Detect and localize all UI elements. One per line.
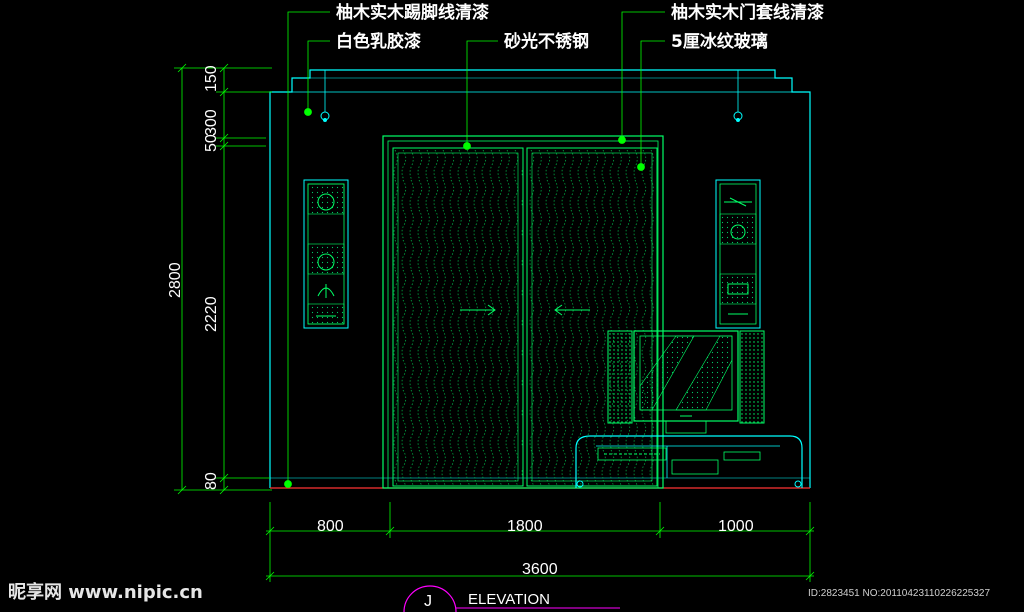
dim-2220: 2220: [203, 296, 220, 332]
dim-2800: 2800: [167, 262, 184, 298]
dim-50: 50: [203, 134, 220, 152]
sliding-door-frame: [382, 135, 664, 489]
dim-150: 150: [203, 65, 220, 92]
dim-1000: 1000: [718, 518, 754, 535]
sliding-door-left: [392, 147, 524, 487]
elevation-title: J ELEVATION: [403, 585, 620, 612]
ceiling-lamp-left: [320, 70, 330, 122]
dim-800: 800: [317, 518, 344, 535]
decor-niche-left: [303, 179, 349, 329]
decor-niche-right: [715, 179, 761, 329]
dim-300: 300: [203, 109, 220, 136]
leader-lines: [284, 11, 665, 488]
title-text: ELEVATION: [468, 591, 550, 608]
label-teak-skirting: 柚木实木踢脚线清漆: [336, 2, 489, 23]
label-stainless: 砂光不锈钢: [504, 31, 589, 52]
horizontal-dimension-lines: [265, 502, 815, 582]
label-ice-glass: 5厘冰纹玻璃: [671, 31, 768, 52]
sliding-door-right: [526, 147, 658, 487]
watermark: 昵享网 www.nipic.cn: [8, 581, 203, 603]
dim-80: 80: [203, 472, 220, 490]
label-teak-door-frame: 柚木实木门套线清漆: [671, 2, 824, 23]
tv-cabinet: [575, 435, 803, 488]
ceiling-lamp-right: [733, 70, 743, 122]
label-white-latex: 白色乳胶漆: [336, 31, 421, 52]
vertical-dimension-lines: [174, 63, 272, 495]
dim-1800: 1800: [507, 518, 543, 535]
image-id-text: ID:2823451 NO:20110423110226225327: [808, 588, 990, 599]
tv-unit: [607, 330, 765, 434]
title-marker: J: [424, 593, 432, 610]
title-circle: [403, 585, 457, 612]
dim-3600: 3600: [522, 561, 558, 578]
